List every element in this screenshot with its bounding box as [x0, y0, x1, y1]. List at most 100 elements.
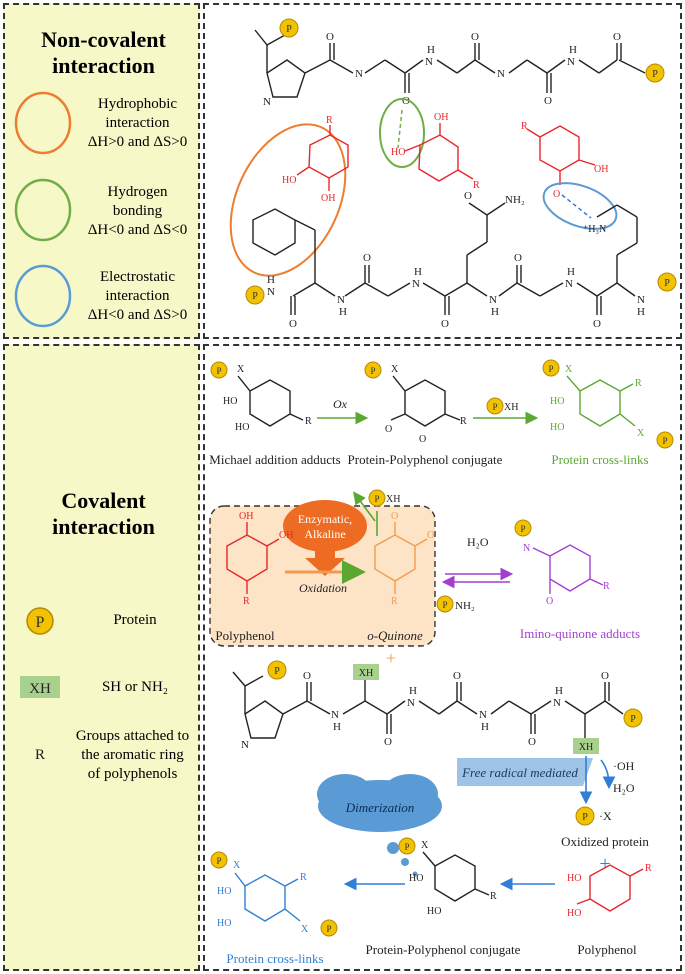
protein-ball-michael: P: [210, 361, 228, 379]
polyphenol-box-label: Polyphenol: [215, 628, 275, 643]
protein-ball-mid-right: P: [623, 708, 643, 728]
protein-ball-bottom-cross-1: P: [210, 851, 228, 869]
xh-symbol: XH: [29, 681, 51, 697]
svg-text:P: P: [520, 524, 525, 534]
protein-ball-bottom-left: P: [245, 285, 265, 305]
dimerization-label: Dimerization: [345, 800, 415, 815]
polyphenol-bottom-label: Polyphenol: [577, 942, 637, 957]
svg-text:X: X: [637, 428, 645, 439]
crosslinks-top-label: Protein cross-links: [551, 452, 648, 467]
dimerization-cloud: [317, 774, 442, 877]
svg-text:O: O: [385, 424, 392, 435]
svg-text:H: H: [267, 274, 275, 286]
middle-peptide-atom-labels: N O N H O N H O N H O N H O: [241, 670, 609, 751]
bottom-peptide-backbone: [290, 202, 638, 315]
svg-text:H: H: [414, 266, 422, 278]
ox-label: Ox: [333, 397, 348, 411]
polyphenol-bottom-ring: [576, 864, 644, 912]
svg-text:X: X: [391, 364, 399, 375]
hydrogen-bond-ellipse-icon: [14, 178, 72, 242]
protein-ball-bottom-conj: P: [398, 837, 416, 855]
svg-text:P: P: [404, 842, 409, 852]
michael-arrow: [353, 491, 376, 522]
crosslinks-bottom-ring: [234, 872, 301, 922]
crosslinks-top-ring: [566, 375, 636, 427]
noncovalent-scheme-svg: N O N O N H O N O N H O P P: [229, 18, 677, 330]
svg-text:P: P: [582, 812, 588, 823]
r-symbol: R: [35, 747, 45, 763]
radical-arrow: [600, 759, 616, 790]
svg-text:XH: XH: [359, 668, 373, 679]
svg-text:H: H: [333, 721, 341, 733]
svg-text:O: O: [289, 318, 297, 330]
svg-text:N: N: [565, 278, 573, 290]
svg-text:N: N: [337, 294, 345, 306]
atom-n: N: [263, 96, 271, 108]
protein-ball-top-left: P: [279, 18, 299, 38]
michael-label: Michael addition adducts: [209, 452, 340, 467]
protein-p-symbol: P: [36, 614, 45, 631]
svg-text:P: P: [274, 666, 280, 677]
plus-orange: +: [386, 648, 396, 668]
svg-text:H: H: [637, 306, 645, 318]
svg-text:N: N: [523, 543, 530, 554]
free-radical-label: Free radical mediated: [461, 765, 578, 780]
svg-text:P: P: [286, 24, 292, 35]
svg-text:X: X: [565, 364, 573, 375]
svg-text:R: R: [603, 581, 610, 592]
protein-ball-top-right: P: [645, 63, 665, 83]
atom-o: O: [613, 31, 621, 43]
polyphenol-electrostatic-ring: [526, 125, 596, 185]
svg-text:HO: HO: [567, 873, 581, 884]
svg-text:O: O: [441, 318, 449, 330]
polyphenol-electrostatic-labels: R OH O: [521, 121, 608, 200]
down-arrow-icon: [305, 550, 345, 576]
hydrogen-bond-ellipse: [379, 98, 425, 168]
atom-h: H: [569, 44, 577, 56]
imino-label: Imino-quinone adducts: [520, 626, 640, 641]
atom-n: N: [497, 68, 505, 80]
svg-text:N: N: [553, 697, 561, 709]
svg-text:HO: HO: [550, 396, 564, 407]
xh-box-icon: [20, 676, 60, 698]
svg-text:P: P: [370, 366, 375, 376]
top-peptide-atom-labels: N O N O N H O N O N H O: [263, 31, 621, 108]
polyphenol-hbond-labels: HO OH R: [391, 112, 480, 191]
hydrophobic-line3: ΔH>0 and ΔS>0: [87, 134, 188, 150]
svg-text:OH: OH: [434, 112, 448, 123]
noncovalent-scheme-panel: N O N O N H O N O N H O P P: [203, 3, 682, 339]
hydrophobic-ellipse-icon: [14, 91, 72, 155]
svg-text:NH₂: NH₂: [455, 600, 475, 612]
svg-text:O: O: [391, 511, 398, 522]
protein-ball-oxidized: P: [575, 806, 595, 826]
atom-n: N: [567, 56, 575, 68]
svg-text:OH: OH: [321, 193, 335, 204]
svg-text:O: O: [528, 736, 536, 748]
noncovalent-legend-ellipses: [14, 91, 72, 328]
r-label-line2: the aromatic ring: [81, 747, 184, 763]
r-label-line1: Groups attached to: [75, 728, 190, 744]
enzymatic-line2: Alkaline: [304, 527, 345, 541]
svg-text:R: R: [460, 416, 467, 427]
covalent-legend-symbols: P XH R: [20, 607, 60, 763]
svg-text:N: N: [407, 697, 415, 709]
crosslinks-bottom-label: Protein cross-links: [226, 951, 323, 966]
covalent-title-line2: interaction: [52, 514, 155, 539]
svg-text:O: O: [363, 252, 371, 264]
svg-text:XH: XH: [386, 494, 400, 505]
atom-n: N: [355, 68, 363, 80]
polyphenol-hydrophobic-ring: [296, 125, 349, 191]
svg-text:P: P: [630, 714, 636, 725]
oquinone-label: o-Quinone: [367, 628, 423, 643]
svg-text:O: O: [514, 252, 522, 264]
free-radical-banner: [457, 758, 593, 786]
atom-x: X: [237, 364, 245, 375]
oxidation-label: Oxidation: [299, 581, 347, 595]
electrostatic-ellipse: [542, 182, 618, 230]
protein-ball-crosslinks-1: P: [542, 359, 560, 377]
svg-text:XH: XH: [504, 402, 518, 413]
protein-label: Protein: [113, 612, 157, 628]
svg-text:HO: HO: [217, 918, 231, 929]
